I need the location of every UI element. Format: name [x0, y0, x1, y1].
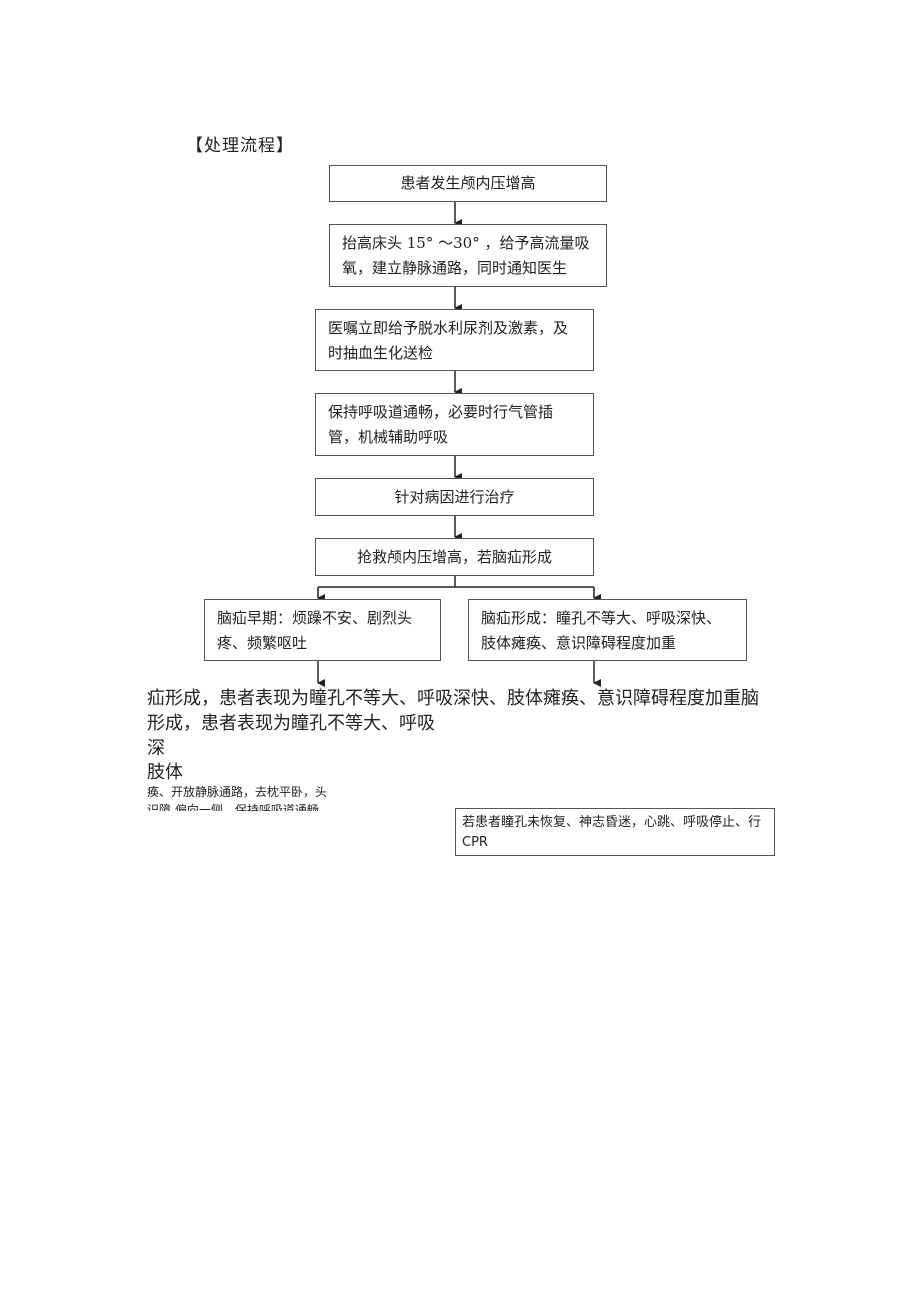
section-heading: 【处理流程】: [186, 136, 294, 156]
overflow-text-line-1: 疝形成，患者表现为瞳孔不等大、呼吸深快、肢体瘫痪、意识障碍程度加重脑: [147, 688, 759, 709]
overflow-text-line-4: 肢体: [147, 762, 183, 783]
flow-step-5: 针对病因进行治疗: [315, 478, 594, 516]
flow-step-3: 医嘱立即给予脱水利尿剂及激素，及时抽血生化送检: [315, 309, 594, 371]
flow-step-6: 抢救颅内压增高，若脑疝形成: [315, 538, 594, 576]
flow-branch-formed: 脑疝形成：瞳孔不等大、呼吸深快、肢体瘫痪、意识障碍程度加重: [468, 599, 747, 661]
flowchart-connectors: [317, 201, 601, 687]
overflow-text-line-2: 形成，患者表现为瞳孔不等大、呼吸: [147, 713, 435, 734]
flow-step-1: 患者发生颅内压增高: [329, 165, 607, 202]
overflow-text-line-3: 深: [147, 738, 165, 759]
flow-step-2: 抬高床头 15° ～30° ，给予高流量吸氧，建立静脉通路，同时通知医生: [329, 224, 607, 287]
cpr-box: 若患者瞳孔未恢复、神志昏迷，心跳、呼吸停止、行 CPR: [455, 808, 775, 856]
overflow-text-line-5: 痪、开放静脉通路，去枕平卧，头: [147, 785, 328, 799]
flow-step-4: 保持呼吸道通畅，必要时行气管插管，机械辅助呼吸: [315, 393, 594, 456]
overflow-text-line-6-clipped: 识障 偏向一侧，保持呼吸道通畅: [147, 801, 387, 811]
overflow-text-line-6: 识障 偏向一侧，保持呼吸道通畅: [147, 803, 319, 811]
flow-branch-early: 脑疝早期：烦躁不安、剧烈头疼、频繁呕吐: [204, 599, 441, 661]
